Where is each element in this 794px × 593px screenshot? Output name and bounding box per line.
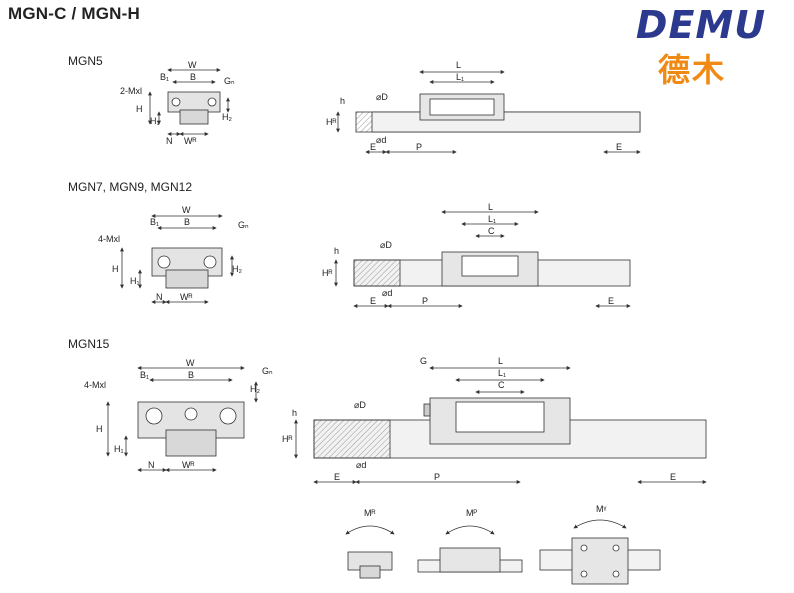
mgn5-label-n: N bbox=[166, 136, 173, 146]
mgn15-label-e2: E bbox=[670, 472, 676, 482]
section-label-mgn5: MGN5 bbox=[68, 54, 103, 68]
mgn15-label-b1: B₁ bbox=[140, 370, 149, 380]
mgn15-label-h1: H₁ bbox=[114, 444, 124, 454]
mgn15-label-c: C bbox=[498, 380, 505, 390]
mgn5-label-hr: Hᴿ bbox=[326, 117, 337, 127]
brand-logo: DEMU 德木 bbox=[622, 3, 780, 89]
mgn15-label-hr: Hᴿ bbox=[282, 434, 293, 444]
mgn15-label-l: L bbox=[498, 356, 503, 366]
moment-diagram-mp bbox=[417, 525, 523, 573]
mgn15-label-h2: H₂ bbox=[250, 384, 260, 394]
mgn7-label-l: L bbox=[488, 202, 493, 212]
mgn7-label-d: ⌀D bbox=[380, 240, 392, 250]
mgn5-side-view bbox=[336, 70, 641, 154]
mgn7-side-view bbox=[334, 210, 631, 308]
mgn5-label-dsmall: ⌀d bbox=[376, 135, 386, 145]
mgn15-label-gtop: G bbox=[420, 356, 427, 366]
moment-label-my: Mᵞ bbox=[596, 504, 606, 514]
mgn7-label-dsmall: ⌀d bbox=[382, 288, 392, 298]
mgn15-label-w: W bbox=[186, 358, 195, 368]
page-title: MGN-C / MGN-H bbox=[8, 4, 140, 23]
mgn15-front-view bbox=[106, 366, 258, 472]
mgn7-label-p: P bbox=[422, 296, 428, 306]
mgn5-label-e2: E bbox=[616, 142, 622, 152]
mgn5-label-m: 2-Mxl bbox=[120, 86, 142, 96]
mgn15-side-view bbox=[294, 366, 707, 484]
mgn5-label-b: B bbox=[190, 72, 196, 82]
mgn7-label-hr: Hᴿ bbox=[322, 268, 333, 278]
mgn5-label-h1: H₁ bbox=[150, 116, 160, 126]
mgn5-label-b1: B₁ bbox=[160, 72, 169, 82]
section-label-mgn7: MGN7, MGN9, MGN12 bbox=[68, 180, 193, 194]
mgn7-label-n: N bbox=[156, 292, 163, 302]
mgn5-label-wr: Wᴿ bbox=[184, 136, 197, 146]
mgn7-label-w: W bbox=[182, 205, 191, 215]
mgn5-label-d: ⌀D bbox=[376, 92, 388, 102]
moment-diagram-my bbox=[539, 519, 661, 585]
mgn15-label-d: ⌀D bbox=[354, 400, 366, 410]
mgn5-label-g: Gₙ bbox=[224, 76, 235, 86]
mgn5-label-hsmall: h bbox=[340, 96, 345, 106]
mgn15-label-e: E bbox=[334, 472, 340, 482]
mgn15-label-g: Gₙ bbox=[262, 366, 273, 376]
mgn5-label-e: E bbox=[370, 142, 376, 152]
mgn5-label-l1: L₁ bbox=[456, 72, 464, 82]
mgn15-label-wr: Wᴿ bbox=[182, 460, 195, 470]
mgn7-label-h2: H₂ bbox=[232, 264, 242, 274]
mgn5-label-p: P bbox=[416, 142, 422, 152]
mgn15-label-dsmall: ⌀d bbox=[356, 460, 366, 470]
mgn5-label-h2: H₂ bbox=[222, 112, 232, 122]
mgn5-label-h: H bbox=[136, 104, 143, 114]
mgn15-label-h: H bbox=[96, 424, 103, 434]
mgn15-label-m: 4-Mxl bbox=[84, 380, 106, 390]
mgn7-label-h: H bbox=[112, 264, 119, 274]
mgn7-label-b1: B₁ bbox=[150, 217, 159, 227]
logo-word: DEMU bbox=[635, 3, 767, 47]
moment-label-mp: Mᴾ bbox=[466, 508, 477, 518]
mgn7-label-e2: E bbox=[608, 296, 614, 306]
mgn7-label-h1: H₁ bbox=[130, 276, 140, 286]
mgn15-label-l1: L₁ bbox=[498, 368, 506, 378]
mgn7-front-view bbox=[120, 214, 234, 304]
section-label-mgn15: MGN15 bbox=[68, 337, 110, 351]
mgn5-label-w: W bbox=[188, 60, 197, 70]
moment-label-mr: Mᴿ bbox=[364, 508, 376, 518]
mgn7-label-l1: L₁ bbox=[488, 214, 496, 224]
mgn5-front-view bbox=[148, 68, 230, 136]
mgn7-label-c: C bbox=[488, 226, 495, 236]
mgn15-label-p: P bbox=[434, 472, 440, 482]
mgn7-label-b: B bbox=[184, 217, 190, 227]
mgn7-label-hsmall: h bbox=[334, 246, 339, 256]
moment-diagram-mr bbox=[345, 525, 395, 579]
mgn15-label-hsmall: h bbox=[292, 408, 297, 418]
mgn7-label-g: Gₙ bbox=[238, 220, 249, 230]
mgn7-label-e: E bbox=[370, 296, 376, 306]
mgn7-label-wr: Wᴿ bbox=[180, 292, 193, 302]
mgn7-label-m: 4-Mxl bbox=[98, 234, 120, 244]
logo-chinese: 德木 bbox=[658, 51, 727, 89]
mgn15-label-b: B bbox=[188, 370, 194, 380]
mgn15-label-n: N bbox=[148, 460, 155, 470]
mgn5-label-l: L bbox=[456, 60, 461, 70]
